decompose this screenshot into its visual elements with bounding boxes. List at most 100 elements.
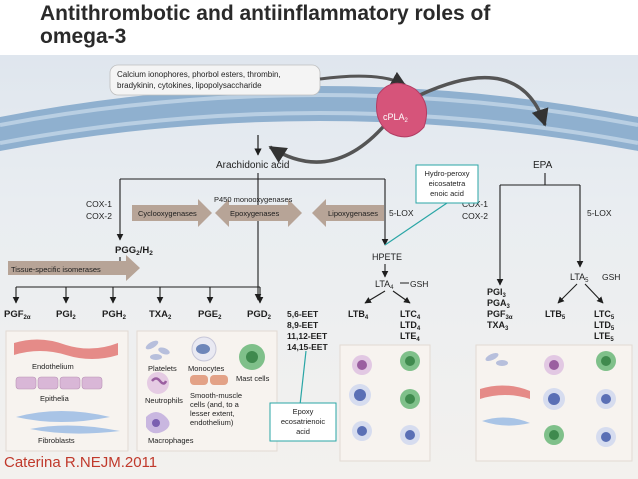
pgg2-label: PGG2/H2 xyxy=(115,245,153,257)
smooth-muscle-label-4: endothelium) xyxy=(190,418,234,427)
hydroperoxy-text-2: eicosatetra xyxy=(429,179,467,188)
lta5-branch xyxy=(557,283,604,304)
stimulus-text-1: Calcium ionophores, phorbol esters, thro… xyxy=(117,70,281,79)
product-txa2: TXA2 xyxy=(149,309,172,321)
stimulus-box xyxy=(109,64,321,96)
hydroperoxy-text-3: enoic acid xyxy=(430,189,464,198)
ltc4-label: LTC4 xyxy=(400,309,421,321)
ltd5-label: LTD5 xyxy=(594,320,615,332)
lta4-branch xyxy=(364,290,411,304)
epoxy-text-2: ecosatrienoic xyxy=(281,417,325,426)
epithelia-label: Epithelia xyxy=(40,394,70,403)
leukocytes-aa-illustration xyxy=(349,351,420,445)
citation: Caterina R.NEJM.2011 xyxy=(4,454,158,471)
ltc5-label: LTC5 xyxy=(594,309,615,321)
smooth-muscle-label-3: lesser extent, xyxy=(190,409,235,418)
gsh-label-aa: GSH xyxy=(410,279,428,289)
smooth-muscle-label-2: cells (and, to a xyxy=(190,400,240,409)
cyclooxygenase-arrow xyxy=(132,199,212,227)
prostanoid-branch xyxy=(12,286,264,304)
epa-cells-illustration xyxy=(480,351,616,447)
cpla2-label: cPLA2 xyxy=(383,112,409,124)
ltd4-label: LTD4 xyxy=(400,320,421,332)
ltb4-label: LTB4 xyxy=(348,309,369,321)
platelets-label: Platelets xyxy=(148,364,177,373)
product-txa3: TXA3 xyxy=(487,320,509,332)
epa-5lox-label: 5-LOX xyxy=(587,208,612,218)
lte5-label: LTE5 xyxy=(594,331,614,343)
hpete-label: HPETE xyxy=(372,252,402,262)
product-pgf2a: PGF2α xyxy=(4,309,31,321)
prostanoid-products: PGF2α PGI2 PGH2 TXA2 PGE2 PGD2 xyxy=(4,309,272,321)
fibroblasts-illustration xyxy=(16,411,120,434)
eet-14-15: 14,15-EET xyxy=(287,342,328,352)
p450-label-1: P450 monooxygenases xyxy=(214,195,293,204)
lta4-label: LTA4 xyxy=(375,279,394,291)
monocytes-label: Monocytes xyxy=(188,364,225,373)
ltc5-list: LTC5 LTD5 LTE5 xyxy=(594,309,615,343)
enzyme-to-epa-arrow xyxy=(419,75,549,127)
eet-11-12: 11,12-EET xyxy=(287,331,328,341)
neutrophils-illustration xyxy=(147,372,169,394)
epoxy-text-1: Epoxy xyxy=(293,407,314,416)
title-line-2: omega-3 xyxy=(40,25,127,48)
eet-list: 5,6-EET 8,9-EET 11,12-EET 14,15-EET xyxy=(287,309,328,352)
epoxy-callout xyxy=(269,402,337,442)
endothelium-illustration xyxy=(14,339,118,359)
epa-label: EPA xyxy=(533,160,553,171)
product-pga3: PGA3 xyxy=(487,298,511,310)
platelets-illustration xyxy=(145,340,170,360)
tissue-isomerase-arrow xyxy=(8,255,140,281)
stimulus-arrow xyxy=(319,71,407,87)
lipoxygenase-arrow xyxy=(312,199,384,227)
epoxy-text-3: acid xyxy=(296,427,310,436)
title-line-1: Antithrombotic and antiinflammatory role… xyxy=(40,2,491,25)
eet-5-6: 5,6-EET xyxy=(287,309,319,319)
monocytes-illustration xyxy=(191,336,217,362)
endothelium-label: Endothelium xyxy=(32,362,74,371)
cox1-label: COX-1 xyxy=(86,199,112,209)
epithelia-illustration xyxy=(15,376,103,390)
macrophages-illustration xyxy=(146,412,170,434)
lipoxygenase-label: Lipoxygenases xyxy=(328,209,378,218)
ltb5-label: LTB5 xyxy=(545,309,566,321)
ltc4-list: LTC4 LTD4 LTE4 xyxy=(400,309,421,343)
pathway-diagram: Calcium ionophores, phorbol esters, thro… xyxy=(0,55,638,479)
p450-label-2: Epoxygenases xyxy=(230,209,279,218)
smooth-muscle-illustration xyxy=(190,375,228,385)
arachidonic-acid-label: Arachidonic acid xyxy=(216,160,289,171)
lte4-label: LTE4 xyxy=(400,331,420,343)
slide-title: Antithrombotic and antiinflammatory role… xyxy=(40,2,490,48)
epoxy-pointer xyxy=(299,350,307,406)
product-pgi2: PGI2 xyxy=(56,309,76,321)
neutrophils-label: Neutrophils xyxy=(145,396,183,405)
cpla2-enzyme: cPLA2 xyxy=(376,82,427,138)
product-pgf3a: PGF3α xyxy=(487,309,513,321)
epa-cox1-label: COX-1 xyxy=(462,199,488,209)
product-pgh2: PGH2 xyxy=(102,309,127,321)
cox2-label: COX-2 xyxy=(86,211,112,221)
gsh-label-epa: GSH xyxy=(602,272,620,282)
epa-cox2-label: COX-2 xyxy=(462,211,488,221)
mast-cells-label: Mast cells xyxy=(236,374,270,383)
macrophages-label: Macrophages xyxy=(148,436,194,445)
aa-5lox-label: 5-LOX xyxy=(389,208,414,218)
lta5-label: LTA5 xyxy=(570,272,589,284)
p450-arrow xyxy=(215,199,302,227)
smooth-muscle-label-1: Smooth-muscle xyxy=(190,391,242,400)
hydroperoxy-callout xyxy=(415,164,479,204)
cyclooxygenase-label: Cyclooxygenases xyxy=(138,209,197,218)
aa-branch-lines xyxy=(116,173,584,301)
product-pge2: PGE2 xyxy=(198,309,222,321)
hydroperoxy-pointer xyxy=(384,202,448,246)
hydroperoxy-text-1: Hydro-peroxy xyxy=(424,169,469,178)
enzyme-to-aa-arrow xyxy=(268,125,385,164)
fibroblasts-label: Fibroblasts xyxy=(38,436,75,445)
product-pgi3: PGI3 xyxy=(487,287,507,299)
epa-prostanoids: PGI3 PGA3 PGF3α TXA3 xyxy=(487,287,513,332)
tissue-isomerase-label: Tissue-specific isomerases xyxy=(11,265,101,274)
product-pgd2: PGD2 xyxy=(247,309,272,321)
mast-cell-illustration xyxy=(239,344,265,370)
eet-8-9: 8,9-EET xyxy=(287,320,319,330)
